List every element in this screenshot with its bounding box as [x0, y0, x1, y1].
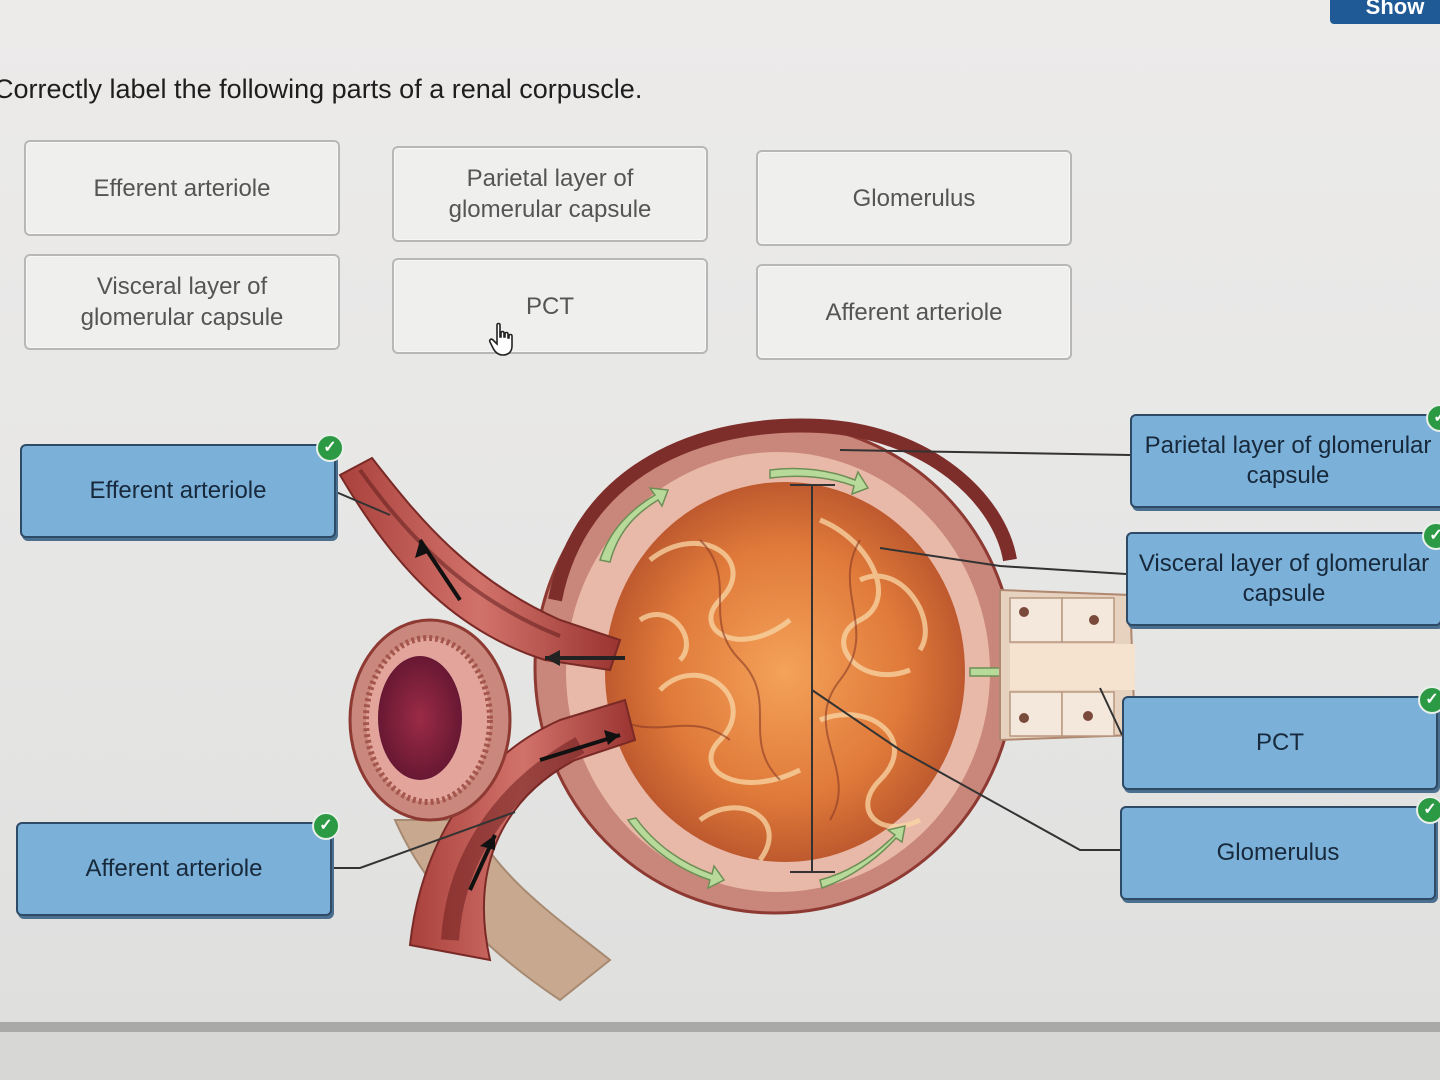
placed-label-text: Afferent arteriole — [85, 855, 263, 882]
monitor-bezel-edge — [0, 1022, 1440, 1032]
placed-label-text: Visceral layer of glomerular capsule — [1138, 550, 1430, 607]
monitor-bezel — [0, 1032, 1440, 1080]
placed-label-afferent-arteriole[interactable]: Afferent arteriole ✓ — [16, 812, 340, 916]
placed-label-text: PCT — [1256, 729, 1304, 756]
check-circle-icon: ✓ — [312, 812, 340, 840]
show-answer-button[interactable]: Show — [1330, 0, 1440, 24]
glomerulus-tuft — [605, 482, 965, 862]
placed-label-parietal-layer[interactable]: Parietal layer of glomerular capsule ✓ — [1130, 404, 1440, 508]
question-prompt: Correctly label the following parts of a… — [0, 74, 643, 104]
bank-label-afferent-arteriole[interactable]: Afferent arteriole — [756, 264, 1072, 360]
bank-label-glomerulus[interactable]: Glomerulus — [756, 150, 1072, 246]
check-circle-icon: ✓ — [316, 434, 344, 462]
check-circle-icon: ✓ — [1422, 522, 1440, 550]
bank-label-parietal-layer[interactable]: Parietal layer of glomerular capsule — [392, 146, 708, 242]
placed-label-efferent-arteriole[interactable]: Efferent arteriole ✓ — [20, 434, 344, 538]
efferent-vessel — [338, 456, 622, 672]
placed-label-text: Glomerulus — [1216, 839, 1340, 866]
placed-label-text: Parietal layer of glomerular capsule — [1144, 432, 1432, 489]
bank-label-pct[interactable]: PCT — [392, 258, 708, 354]
hand-cursor-icon — [488, 322, 513, 356]
placed-label-glomerulus[interactable]: Glomerulus ✓ — [1120, 796, 1440, 900]
check-circle-icon: ✓ — [1418, 686, 1440, 714]
placed-label-text: Efferent arteriole — [89, 477, 267, 504]
bank-label-visceral-layer[interactable]: Visceral layer of glomerular capsule — [24, 254, 340, 350]
placed-label-visceral-layer[interactable]: Visceral layer of glomerular capsule ✓ — [1126, 522, 1440, 626]
show-answer-label: Show — [1365, 0, 1425, 19]
placed-label-pct[interactable]: PCT ✓ — [1122, 686, 1440, 790]
bank-label-efferent-arteriole[interactable]: Efferent arteriole — [24, 140, 340, 236]
check-circle-icon: ✓ — [1416, 796, 1440, 824]
